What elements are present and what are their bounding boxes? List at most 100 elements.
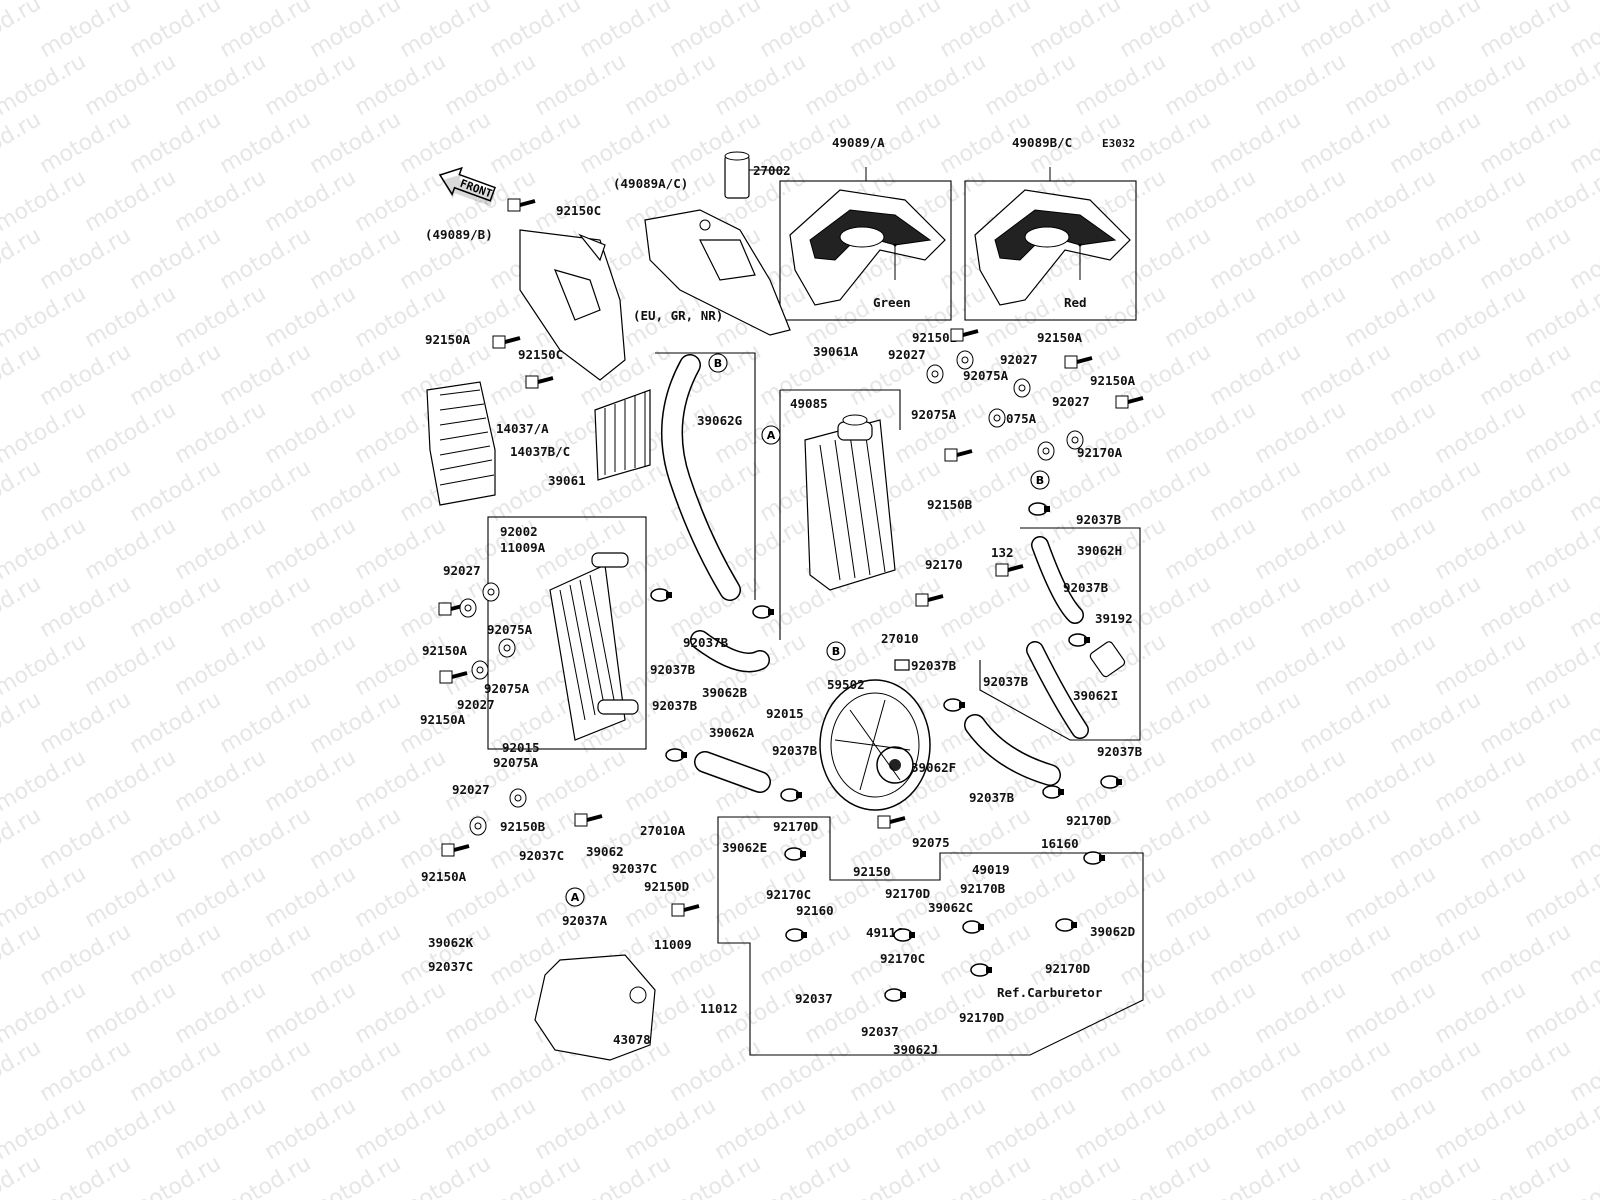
collar-icon (1013, 378, 1031, 398)
watermark-text: motod.ru (1296, 687, 1396, 759)
watermark-text: motod.ru (36, 0, 136, 63)
right-shroud (644, 209, 791, 336)
watermark-text: motod.ru (36, 1035, 136, 1107)
part-callout: 92037C (428, 959, 473, 974)
watermark-text: motod.ru (1206, 107, 1306, 179)
watermark-text: motod.ru (486, 803, 586, 875)
watermark-text: motod.ru (36, 107, 136, 179)
watermark-text: motod.ru (216, 1151, 316, 1200)
part-callout: 39061 (548, 473, 586, 488)
watermark-text: motod.ru (576, 1151, 676, 1200)
hose-clamp-icon (893, 928, 915, 942)
part-callout: 14037B/C (510, 444, 570, 459)
part-callout: 92027 (452, 782, 490, 797)
watermark-text: motod.ru (486, 455, 586, 527)
watermark-text: motod.ru (1296, 0, 1396, 63)
bolt-icon (525, 375, 554, 389)
watermark-text: motod.ru (351, 629, 451, 701)
watermark-text: motod.ru (1116, 571, 1216, 643)
part-callout: 92150A (420, 712, 466, 727)
watermark-text: motod.ru (1431, 165, 1531, 237)
watermark-text: motod.ru (126, 687, 226, 759)
ref-marker-a-2: A (565, 887, 585, 907)
watermark-text: motod.ru (261, 1093, 361, 1165)
part-callout: 39062D (1090, 924, 1135, 939)
watermark-text: motod.ru (261, 165, 361, 237)
watermark-text: motod.ru (81, 861, 181, 933)
watermark-text: motod.ru (1071, 1093, 1171, 1165)
svg-text:A: A (767, 429, 776, 442)
part-callout: 39062K (428, 935, 474, 950)
watermark-text: motod.ru (396, 107, 496, 179)
watermark-text: motod.ru (171, 49, 271, 121)
decal-panel-green: Green (779, 167, 952, 321)
label-green: Green (873, 295, 911, 310)
watermark-text: motod.ru (36, 571, 136, 643)
watermark-text: motod.ru (171, 861, 271, 933)
watermark-text: motod.ru (261, 977, 361, 1049)
watermark-text: motod.ru (1386, 1035, 1486, 1107)
watermark-text: motod.ru (531, 49, 631, 121)
watermark-text: motod.ru (1251, 861, 1351, 933)
part-callout: 92037B (683, 635, 729, 650)
watermark-text: motod.ru (1341, 745, 1441, 817)
part-callout: 49089B/C (1012, 135, 1072, 150)
part-callout: 92170D (1066, 813, 1111, 828)
part-callout: 11012 (700, 1001, 738, 1016)
watermark-text: motod.ru (306, 571, 406, 643)
watermark-text: motod.ru (1251, 513, 1351, 585)
watermark-text: motod.ru (306, 687, 406, 759)
watermark-text: motod.ru (1206, 687, 1306, 759)
reservoir-tank (534, 954, 656, 1061)
watermark-text: motod.ru (1386, 571, 1486, 643)
watermark-text: motod.ru (981, 1093, 1081, 1165)
watermark-text: motod.ru (1206, 1151, 1306, 1200)
watermark-text: motod.ru (891, 513, 991, 585)
watermark-text: motod.ru (1431, 397, 1531, 469)
watermark-text: motod.ru (306, 339, 406, 411)
watermark-text: motod.ru (261, 745, 361, 817)
watermark-text: motod.ru (1341, 281, 1441, 353)
part-callout: 49085 (790, 396, 828, 411)
watermark-text: motod.ru (1341, 1093, 1441, 1165)
part-callout: 92037 (795, 991, 833, 1006)
part-callout: 11009A (500, 540, 546, 555)
part-callout: 39062 (586, 844, 624, 859)
ref-marker-a-1: A (761, 425, 781, 445)
watermark-text: motod.ru (1566, 919, 1600, 991)
bolt-icon (441, 843, 470, 857)
watermark-text: motod.ru (936, 1151, 1036, 1200)
part-callout: (49089A/C) (613, 176, 688, 191)
part-callout: 39061A (813, 344, 859, 359)
bolt-icon (877, 815, 906, 829)
hose-clamp-icon (943, 698, 965, 712)
watermark-text: motod.ru (36, 339, 136, 411)
watermark-text: motod.ru (261, 513, 361, 585)
watermark-text: motod.ru (216, 107, 316, 179)
watermark-text: motod.ru (36, 919, 136, 991)
region-b-box (979, 527, 1141, 741)
bolt-icon (1115, 395, 1144, 409)
collar-icon (956, 350, 974, 370)
part-callout: 92037B (969, 790, 1015, 805)
hose-clamp-icon (962, 920, 984, 934)
watermark-text: motod.ru (1386, 339, 1486, 411)
part-callout: 92075 (912, 835, 950, 850)
part-callout: 92027 (1000, 352, 1038, 367)
watermark-text: motod.ru (1386, 107, 1486, 179)
part-callout: 16160 (1041, 836, 1079, 851)
left-shroud (519, 229, 626, 381)
part-callout: 27010A (640, 823, 686, 838)
watermark-text: motod.ru (1476, 571, 1576, 643)
watermark-text: motod.ru (531, 745, 631, 817)
part-callout: 92037C (612, 861, 657, 876)
switch-cylinder (724, 151, 785, 199)
watermark-text: motod.ru (126, 107, 226, 179)
watermark-text: motod.ru (126, 1151, 226, 1200)
watermark-text: motod.ru (1296, 1035, 1396, 1107)
bolt-icon (507, 198, 536, 212)
watermark-text: motod.ru (351, 49, 451, 121)
part-callout: 39062G (697, 413, 742, 428)
watermark-text: motod.ru (261, 49, 361, 121)
